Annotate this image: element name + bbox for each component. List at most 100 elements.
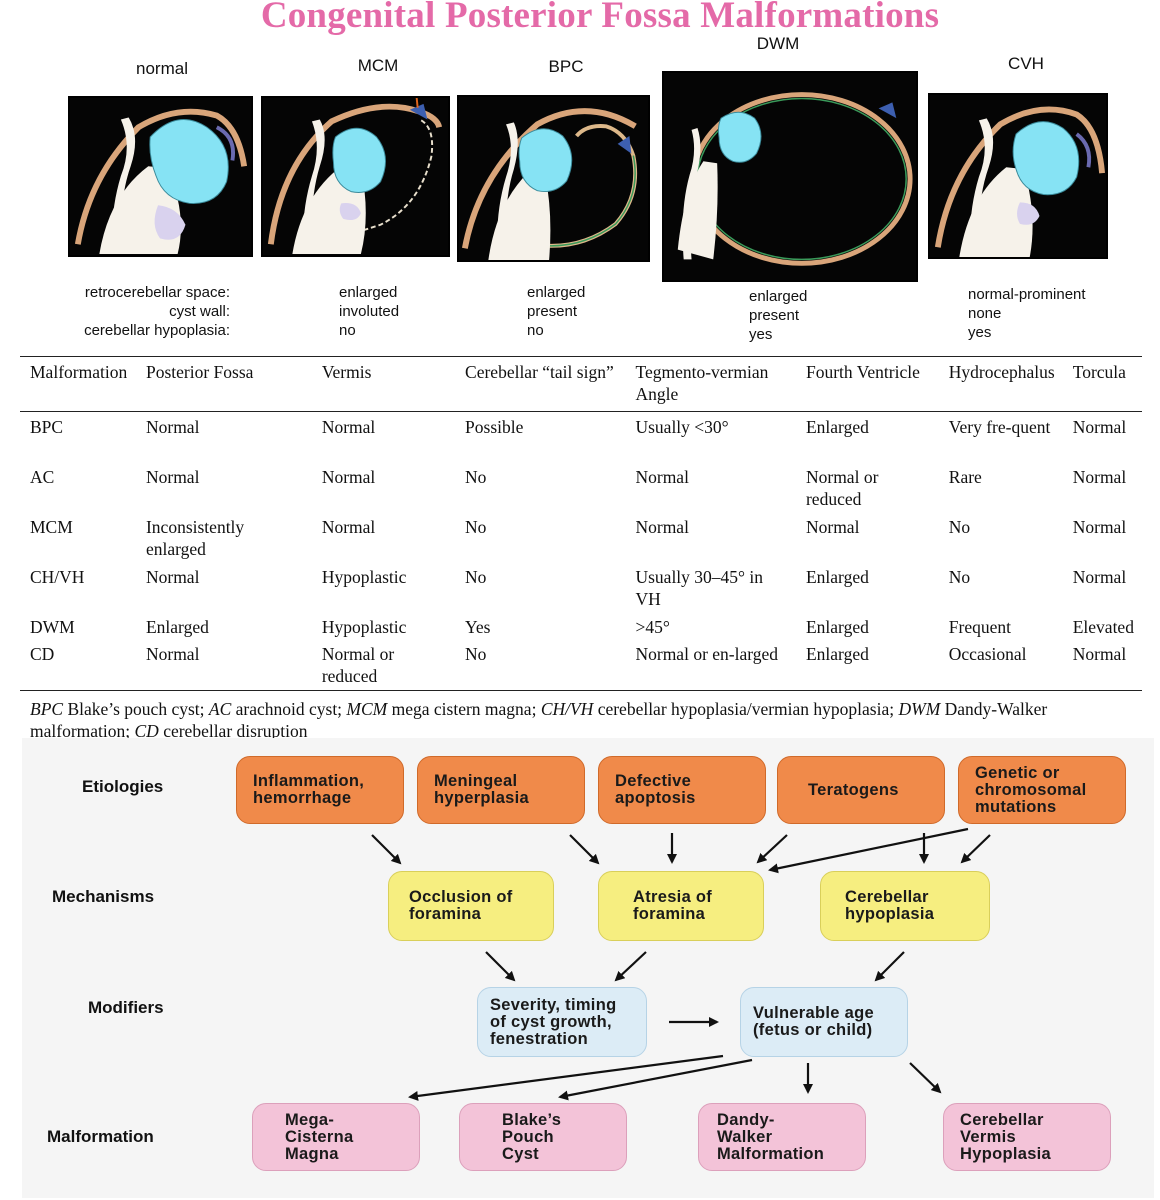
- table-row: AC Normal Normal No Normal Normal or red…: [20, 462, 1142, 512]
- cvh-values: normal-prominent none yes: [968, 285, 1086, 342]
- table-cell: No: [948, 516, 971, 537]
- mechanism-node-occlusion: Occlusion of foramina: [388, 871, 554, 941]
- table-cell: No: [465, 566, 487, 587]
- dwm-value: yes: [749, 326, 773, 343]
- table-cell: Normal or reduced: [321, 643, 395, 686]
- table-cell: BPC: [30, 417, 64, 437]
- abbr-definition: cerebellar hypoplasia/vermian hypoplasia…: [593, 699, 899, 719]
- feature-label-retrocerebellar: retrocerebellar space:: [84, 284, 230, 301]
- row-label-mechanisms: Mechanisms: [52, 887, 155, 906]
- abbreviation-footnote: BPC Blake’s pouch cyst; AC arachnoid cys…: [30, 698, 1145, 742]
- row-label-malformation: Malformation: [47, 1127, 154, 1146]
- table-cell: Rare: [948, 466, 982, 487]
- table-cell: Normal: [805, 516, 860, 537]
- table-cell: Normal or en-larged: [635, 643, 779, 664]
- table-cell: Normal: [635, 516, 689, 537]
- column-header: Cerebellar “tail sign”: [465, 362, 614, 382]
- abbr-term: BPC: [30, 699, 64, 719]
- modifier-node-severity: Severity, timing of cyst growth, fenestr…: [477, 987, 647, 1057]
- malformation-node-mcm: Mega- Cisterna Magna: [252, 1103, 420, 1171]
- table-cell: Hypoplastic: [321, 566, 407, 587]
- etiology-node-apoptosis: Defective apoptosis: [598, 756, 766, 824]
- table-cell: Normal: [1072, 466, 1127, 487]
- column-header: Hydrocephalus: [948, 362, 1055, 382]
- table-cell: Elevated: [1072, 616, 1134, 637]
- table-cell: >45°: [635, 616, 670, 637]
- abbr-term: CD: [134, 721, 159, 741]
- table-cell: No: [465, 516, 487, 537]
- cvh-value: yes: [968, 324, 992, 341]
- bpc-value: present: [527, 303, 578, 320]
- panel-label-cvh: CVH: [1008, 54, 1044, 73]
- table-cell: Hypoplastic: [321, 616, 407, 637]
- bpc-value: enlarged: [527, 284, 586, 301]
- table-cell: Enlarged: [805, 616, 869, 637]
- row-label-etiologies: Etiologies: [82, 777, 164, 796]
- etiology-node-genetic: Genetic or chromosomal mutations: [958, 756, 1126, 824]
- abbr-term: AC: [208, 699, 232, 719]
- table-cell: Normal: [1072, 417, 1127, 437]
- table-cell: Normal: [1072, 643, 1127, 664]
- mcm-value: no: [339, 322, 356, 339]
- column-header: Malformation: [30, 362, 128, 382]
- abbr-definition: Blake’s pouch cyst;: [63, 699, 209, 719]
- table-cell: Yes: [465, 616, 491, 637]
- dwm-value: enlarged: [749, 288, 808, 305]
- table-row: DWM Enlarged Hypoplastic Yes >45° Enlarg…: [20, 612, 1142, 639]
- table-cell: Normal: [145, 417, 200, 437]
- table-cell: DWM: [30, 616, 75, 637]
- abbr-definition: arachnoid cyst;: [231, 699, 347, 719]
- bpc-value: no: [527, 322, 544, 339]
- column-header: Vermis: [321, 362, 372, 382]
- table-cell: Enlarged: [805, 417, 869, 437]
- table-row: MCM Inconsistently enlarged Normal No No…: [20, 512, 1142, 562]
- table-cell: Normal: [635, 466, 689, 487]
- abbr-definition: mega cistern magna;: [387, 699, 541, 719]
- table-cell: Normal: [1072, 566, 1127, 587]
- feature-label-hypoplasia: cerebellar hypoplasia:: [84, 322, 230, 339]
- malformation-node-cvh: Cerebellar Vermis Hypoplasia: [943, 1103, 1111, 1171]
- abbr-term: MCM: [346, 699, 388, 719]
- modifier-node-vulnerable-age: Vulnerable age (fetus or child): [740, 987, 908, 1057]
- dwm-value: present: [749, 307, 800, 324]
- comparison-table: Malformation Posterior Fossa Vermis Cere…: [20, 356, 1142, 691]
- malformation-node-bpc: Blake’s Pouch Cyst: [459, 1103, 627, 1171]
- etiology-node-inflammation: Inflammation, hemorrhage: [236, 756, 404, 824]
- abbr-definition: cerebellar disruption: [158, 721, 308, 741]
- table-cell: Normal or reduced: [805, 466, 879, 509]
- cvh-value: normal-prominent: [968, 286, 1086, 303]
- table-cell: Normal: [321, 516, 376, 537]
- panel-cvh-image: [928, 93, 1108, 259]
- panel-label-normal: normal: [136, 59, 188, 78]
- table-cell: CD: [30, 643, 55, 664]
- table-cell: No: [948, 566, 971, 587]
- mcm-values: enlarged involuted no: [339, 283, 399, 340]
- column-header: Tegmento-vermian Angle: [635, 362, 769, 404]
- panel-bpc-image: [457, 95, 650, 262]
- row-label-modifiers: Modifiers: [88, 998, 164, 1017]
- table-cell: Normal: [1072, 516, 1127, 537]
- panel-label-mcm: MCM: [357, 56, 399, 75]
- table-cell: Normal: [145, 643, 200, 664]
- malformation-node-dwm: Dandy- Walker Malformation: [698, 1103, 866, 1171]
- etiology-node-teratogens: Teratogens: [777, 756, 945, 824]
- table-row: CH/VH Normal Hypoplastic No Usually 30–4…: [20, 562, 1142, 612]
- panel-dwm-image: [662, 71, 918, 282]
- mechanism-node-atresia: Atresia of foramina: [598, 871, 764, 941]
- table-cell: Usually <30°: [635, 417, 729, 437]
- mechanism-node-hypoplasia: Cerebellar hypoplasia: [820, 871, 990, 941]
- table-cell: MCM: [30, 516, 73, 537]
- table-header-row: Malformation Posterior Fossa Vermis Cere…: [20, 356, 1142, 412]
- table-cell: Usually 30–45° in VH: [635, 566, 764, 609]
- panel-label-dwm: DWM: [756, 34, 800, 53]
- abbr-term: CH/VH: [540, 699, 594, 719]
- feature-labels: retrocerebellar space: cyst wall: cerebe…: [40, 283, 230, 340]
- table-cell: Inconsistently enlarged: [145, 516, 245, 559]
- table-cell: Occasional: [948, 643, 1027, 664]
- table-cell: Frequent: [948, 616, 1011, 637]
- table-cell: Possible: [465, 417, 524, 437]
- cvh-value: none: [968, 305, 1002, 322]
- column-header: Posterior Fossa: [145, 362, 254, 382]
- abbr-term: DWM: [898, 699, 941, 719]
- etiology-node-meningeal: Meningeal hyperplasia: [417, 756, 585, 824]
